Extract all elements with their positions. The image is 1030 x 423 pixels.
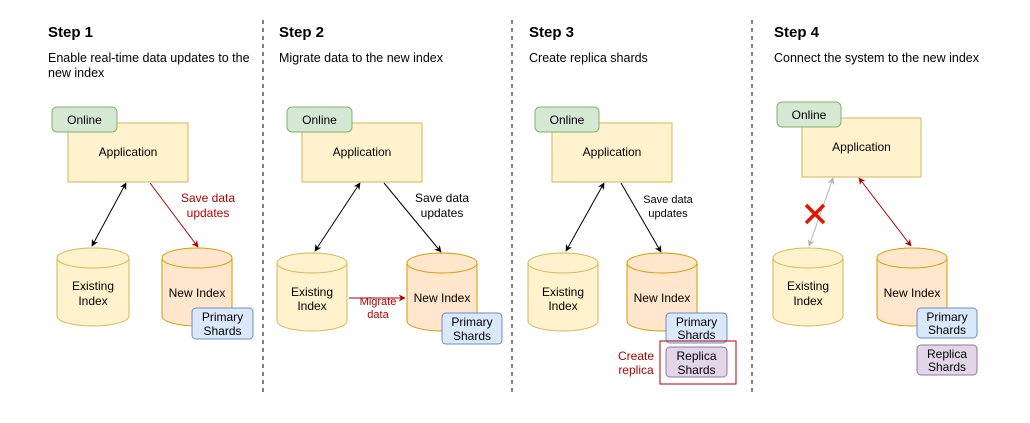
online-label: Online (550, 113, 585, 127)
existing-index-cylinder (56, 247, 130, 327)
application-label: Application (832, 140, 891, 154)
primary-shards-label: Primary (202, 310, 243, 324)
step-desc-line: Migrate data to the new index (279, 51, 444, 65)
application-label: Application (583, 145, 642, 159)
online-badge (776, 101, 842, 128)
existing-index-label: Index (78, 294, 107, 308)
replica-shards-box (665, 346, 728, 378)
new-index-label: New Index (884, 286, 941, 300)
step-title: Step 3 (529, 24, 574, 41)
online-badge (286, 106, 353, 133)
arrow-label: updates (648, 208, 688, 220)
primary-shards-label: Primary (676, 315, 717, 329)
existing-index-label: Existing (787, 279, 829, 293)
application-label: Application (99, 145, 158, 159)
step-desc-line: Create replica shards (529, 51, 648, 65)
online-label: Online (302, 113, 337, 127)
primary-shards-label: Shards (677, 328, 715, 342)
application-box (551, 122, 673, 183)
application-box (801, 117, 922, 178)
existing-index-label: Index (548, 299, 577, 313)
step-desc-line: Connect the system to the new index (774, 51, 980, 65)
primary-shards-box (191, 307, 254, 340)
step-3: Step 3 Create replica shards Application… (527, 24, 737, 385)
app-existing-arrow (565, 182, 605, 252)
arrow-label: updates (187, 206, 230, 220)
save-updates-arrow (149, 182, 199, 248)
application-box (67, 122, 189, 183)
replica-shards-label: Shards (928, 360, 966, 374)
arrow-label: updates (421, 206, 464, 220)
arrow-label: Save data (415, 191, 469, 205)
step-title: Step 2 (279, 24, 324, 41)
app-new-index-arrow (858, 177, 912, 247)
primary-shards-box (441, 312, 503, 345)
app-existing-arrow (91, 182, 127, 247)
primary-shards-box (665, 312, 728, 344)
arrow-label: Save data (643, 194, 693, 206)
primary-shards-label: Primary (451, 315, 492, 329)
new-index-label: New Index (634, 291, 691, 305)
existing-index-cylinder (527, 252, 599, 332)
primary-shards-label: Shards (453, 329, 491, 343)
existing-index-cylinder (276, 252, 348, 332)
existing-index-label: Existing (542, 285, 584, 299)
online-badge (534, 106, 600, 133)
online-badge (51, 106, 118, 133)
online-label: Online (792, 108, 827, 122)
primary-shards-label: Primary (926, 310, 967, 324)
step-1: Step 1 Enable real-time data updates to … (48, 24, 254, 340)
step-desc-line: new index (48, 66, 105, 80)
new-index-label: New Index (414, 291, 471, 305)
existing-index-label: Existing (72, 279, 114, 293)
app-existing-arrow-disabled (807, 177, 835, 247)
primary-shards-label: Shards (928, 323, 966, 337)
create-replica-label: Create (618, 349, 654, 363)
replica-shards-box (916, 344, 978, 376)
replica-shards-label: Shards (677, 363, 715, 377)
step-desc-line: Enable real-time data updates to the (48, 51, 250, 65)
save-updates-arrow (620, 182, 662, 253)
online-label: Online (67, 113, 102, 127)
existing-index-label: Index (793, 294, 822, 308)
new-index-label: New Index (169, 286, 226, 300)
existing-index-cylinder (772, 247, 844, 327)
step-title: Step 4 (774, 24, 820, 41)
save-updates-arrow (383, 182, 442, 253)
primary-shards-box (916, 307, 978, 339)
primary-shards-label: Shards (203, 324, 241, 338)
arrow-label: Save data (181, 191, 235, 205)
existing-index-label: Index (297, 299, 326, 313)
migrate-label: Migrate (360, 296, 397, 308)
step-title: Step 1 (48, 24, 93, 41)
disconnect-cross-icon (804, 203, 826, 225)
existing-index-label: Existing (291, 285, 333, 299)
replica-shards-label: Replica (927, 347, 967, 361)
app-existing-arrow (314, 182, 361, 252)
replica-shards-label: Replica (676, 349, 716, 363)
create-replica-label: replica (618, 363, 654, 377)
replica-highlight (659, 340, 737, 385)
step-4: Step 4 Connect the system to the new ind… (772, 24, 980, 376)
application-label: Application (333, 145, 392, 159)
application-box (301, 122, 423, 183)
migrate-label: data (367, 309, 389, 321)
step-2: Step 2 Migrate data to the new index App… (276, 24, 503, 345)
